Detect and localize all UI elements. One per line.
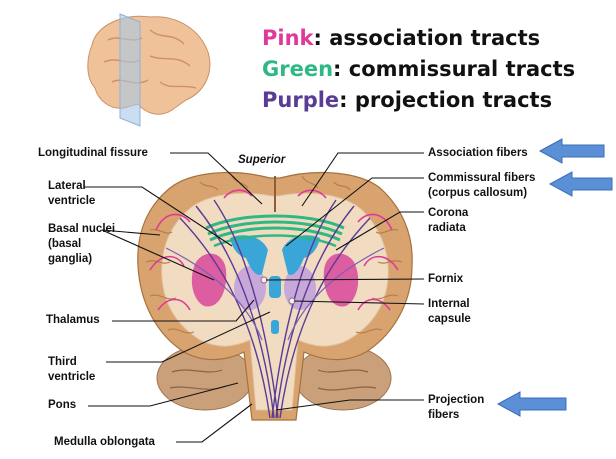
leader-thalamus (112, 299, 255, 322)
label-basal-nuclei: Basal nuclei (basal ganglia) (48, 222, 115, 267)
leader-corona-radiata (335, 211, 424, 251)
leader-fornix (265, 278, 425, 281)
label-line: ganglia) (48, 253, 93, 265)
brain-thumbnail-icon (87, 13, 211, 127)
legend-text: : association tracts (313, 26, 541, 50)
label-line: capsule (428, 313, 471, 325)
label-line: Basal nuclei (48, 223, 116, 235)
label-line: ventricle (48, 371, 96, 383)
leader-commissural-fibers (285, 177, 424, 247)
label-third-ventricle: Third ventricle (48, 355, 95, 385)
leader-basal-nuclei-a (101, 229, 215, 281)
label-line: Corona (428, 207, 469, 219)
leader-lateral-ventricle (84, 186, 233, 247)
label-line: (basal (48, 238, 82, 250)
label-corona-radiata: Corona radiata (428, 206, 468, 236)
leader-third-ventricle (106, 311, 271, 363)
leader-longitudinal-fissure (170, 152, 263, 205)
arrow-left-icon (496, 138, 613, 417)
leader-projection-fibers (275, 399, 424, 411)
leader-medulla (176, 403, 253, 443)
label-association-fibers: Association fibers (428, 147, 528, 159)
label-pons: Pons (48, 399, 77, 411)
legend-commissural: Green: commissural tracts (262, 57, 575, 81)
label-thalamus: Thalamus (46, 314, 100, 326)
legend-color-word: Green (262, 57, 334, 81)
label-lateral-ventricle: Lateral ventricle (48, 179, 95, 209)
brain-section (137, 171, 413, 421)
label-line: Internal (428, 298, 470, 310)
legend-text: : projection tracts (339, 88, 553, 112)
label-commissural-fibers: Commissural fibers (corpus callosum) (428, 171, 535, 201)
label-line: fibers (428, 409, 460, 421)
label-superior: Superior (238, 154, 286, 166)
label-line: Lateral (48, 180, 86, 192)
legend-projection: Purple: projection tracts (262, 88, 552, 112)
leader-lines (84, 152, 425, 443)
legend-text: : commissural tracts (333, 57, 576, 81)
label-line: Third (48, 356, 77, 368)
label-medulla-oblongata: Medulla oblongata (54, 436, 155, 448)
label-fornix: Fornix (428, 273, 464, 285)
label-line: radiata (428, 222, 466, 234)
label-line: ventricle (48, 195, 96, 207)
label-line: Commissural fibers (428, 172, 536, 184)
legend-color-word: Purple (262, 88, 340, 112)
leader-basal-nuclei-b (101, 229, 161, 236)
label-line: Projection (428, 394, 485, 406)
label-projection-fibers: Projection fibers (428, 393, 484, 423)
label-longitudinal-fissure: Longitudinal fissure (38, 147, 148, 159)
legend-association: Pink: association tracts (262, 26, 540, 50)
leader-association-fibers (301, 152, 424, 207)
label-internal-capsule: Internal capsule (428, 297, 471, 327)
legend-color-word: Pink (262, 26, 314, 50)
leader-internal-capsule (293, 300, 425, 305)
label-line: (corpus callosum) (428, 187, 528, 199)
leader-pons (88, 382, 239, 407)
